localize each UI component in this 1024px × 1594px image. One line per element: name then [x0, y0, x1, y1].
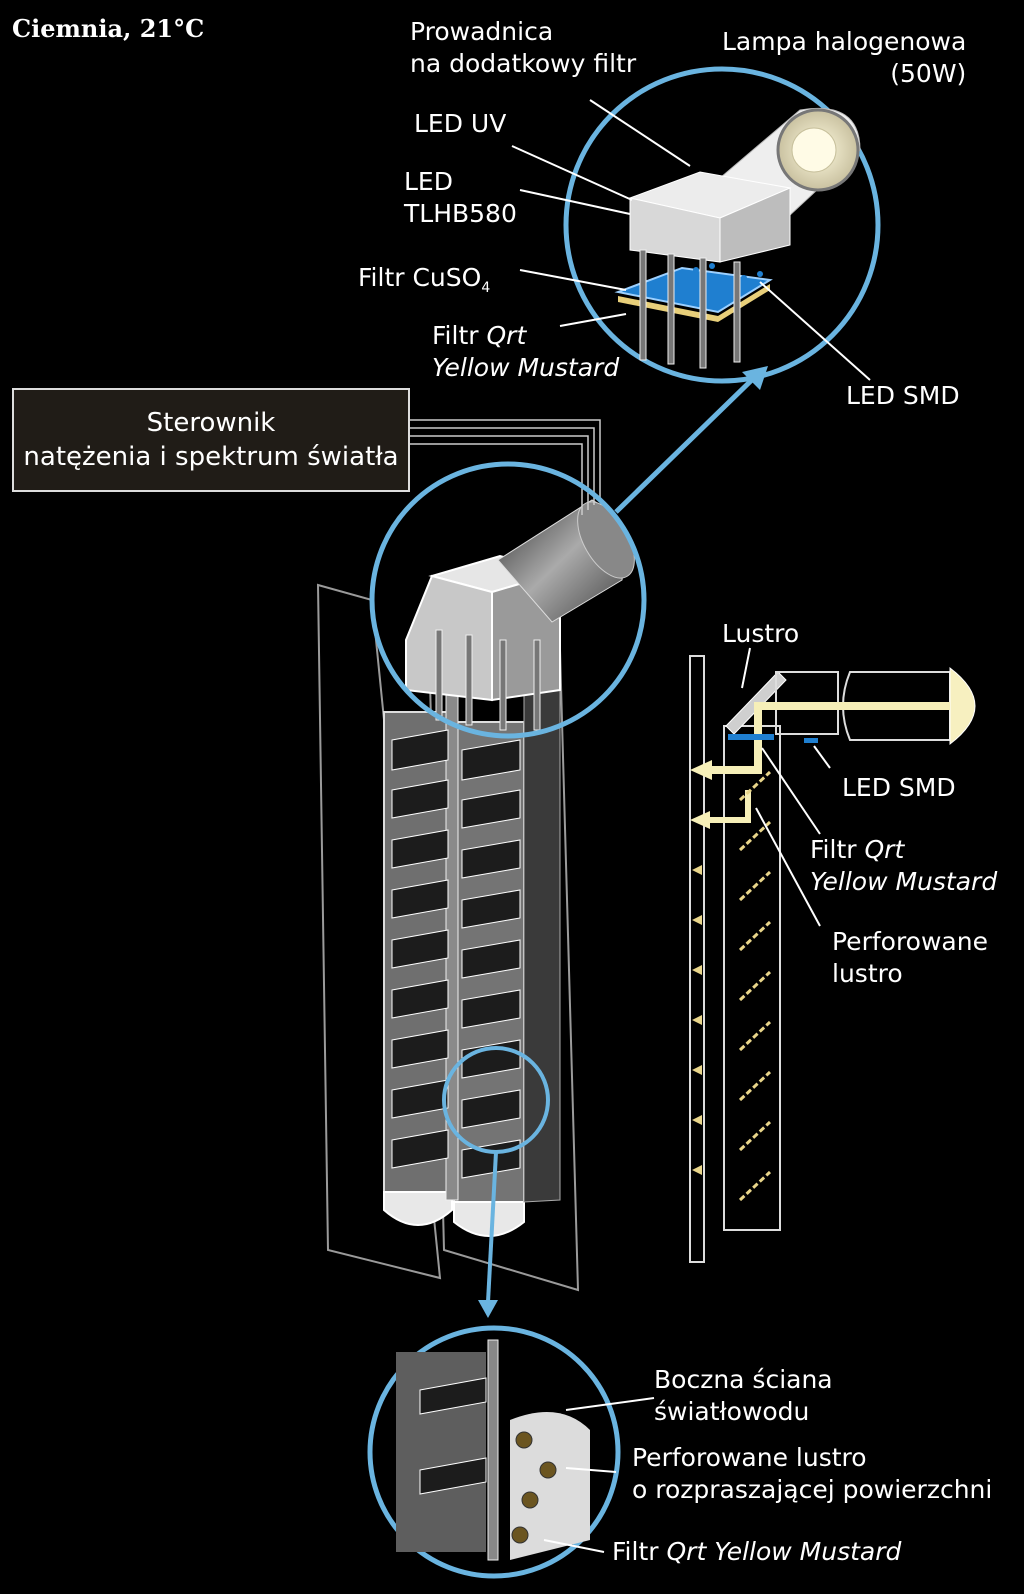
glass-plate-left [316, 583, 442, 1280]
label-qrt-side: Filtr Qrt Yellow Mustard [810, 834, 997, 898]
cuso4-filter [614, 266, 773, 314]
label-led-tlhb-line-2: TLHB580 [404, 199, 517, 228]
label-led-tlhb: LED TLHB580 [404, 166, 517, 230]
rod [533, 639, 541, 731]
qrt-filter-layer [618, 284, 770, 322]
label-guide: Prowadnica na dodatkowy filtr [410, 16, 636, 80]
lamp-bulb [949, 666, 976, 746]
label-lustro: Lustro [722, 619, 800, 648]
label-qrt-top-prefix: Filtr [432, 321, 487, 350]
label-cuso4-subscript: 4 [481, 280, 491, 296]
label-pointers [511, 99, 871, 1553]
label-qrt-top-italic: Qrt [486, 321, 527, 350]
label-perforated-mirror: Perforowane lustro [832, 926, 988, 990]
label-lamp-line-2: (50W) [890, 59, 967, 88]
led-smd-strip [728, 734, 774, 740]
magnifier-link-bottom-arrowhead [478, 1300, 498, 1318]
label-qrt-side-prefix: Filtr [810, 835, 865, 864]
top-detail-illustration [614, 107, 861, 369]
label-led-tlhb-line-1: LED [404, 167, 453, 196]
mirror-shelves-left [391, 729, 449, 1169]
rod [499, 639, 507, 731]
label-perforated-line-1: Perforowane [832, 927, 988, 956]
magnifier-link-top-arrowhead [742, 366, 768, 390]
lamp-body [842, 671, 951, 741]
label-perforated-diffuse-line-1: Perforowane lustro [632, 1443, 867, 1472]
label-qrt-side-line-2: Yellow Mustard [810, 867, 998, 896]
output-rays [692, 865, 702, 1175]
controller-line-1: Sterownik [146, 408, 276, 438]
magnifier-top-detail [563, 66, 881, 384]
label-led-smd-side: LED SMD [842, 773, 956, 802]
light-guide-assembly [316, 419, 635, 1292]
label-side-wall-line-2: światłowodu [654, 1397, 810, 1426]
side-wall-plate [689, 655, 705, 1263]
controller-wires [410, 419, 601, 515]
label-guide-line-1: Prowadnica [410, 17, 554, 46]
label-qrt-bottom: Filtr Qrt Yellow Mustard [612, 1536, 901, 1568]
controller-line-2: natężenia i spektrum światła [23, 442, 399, 472]
label-led-uv: LED UV [414, 109, 507, 138]
light-head-front [405, 574, 493, 702]
led-smd-dot [804, 738, 818, 743]
label-qrt-bottom-italic: Qrt Yellow Mustard [666, 1537, 902, 1566]
perforated-mirrors [738, 770, 772, 1202]
label-cuso4: Filtr CuSO4 [358, 262, 490, 304]
chamber-title: Ciemnia, 21°C [12, 14, 205, 43]
label-qrt-top: Filtr Qrt Yellow Mustard [432, 320, 619, 384]
rod [435, 629, 443, 721]
label-perforated-line-2: lustro [832, 959, 903, 988]
label-guide-line-2: na dodatkowy filtr [410, 49, 637, 78]
label-side-wall-line-1: Boczna ściana [654, 1365, 833, 1394]
magnifier-link-top [614, 370, 762, 514]
light-path-branch [704, 790, 751, 823]
label-qrt-bottom-prefix: Filtr [612, 1537, 667, 1566]
label-side-wall: Boczna ściana światłowodu [654, 1364, 833, 1428]
label-led-smd-top: LED SMD [846, 381, 960, 410]
magnifier-bottom-detail [367, 1325, 621, 1579]
label-lamp: Lampa halogenowa (50W) [722, 26, 966, 90]
label-cuso4-text: Filtr CuSO [358, 263, 482, 292]
mirror-shelves-right [461, 739, 521, 1179]
rod [465, 634, 473, 726]
label-lamp-line-1: Lampa halogenowa [722, 27, 967, 56]
magnifier-head [369, 461, 647, 739]
magnifier-link-bottom [486, 1151, 498, 1303]
bottom-detail-illustration [396, 1339, 590, 1561]
label-perforated-diffuse: Perforowane lustro o rozpraszającej powi… [632, 1442, 992, 1506]
label-qrt-top-line-2: Yellow Mustard [432, 353, 620, 382]
side-guide-body [723, 725, 781, 1231]
label-qrt-side-italic: Qrt [864, 835, 905, 864]
side-schematic [689, 655, 976, 1263]
column-cap-right [453, 1201, 525, 1237]
controller-box: Sterownik natężenia i spektrum światła [12, 388, 410, 492]
column-cap-left [383, 1191, 453, 1226]
label-perforated-diffuse-line-2: o rozpraszającej powierzchni [632, 1475, 993, 1504]
